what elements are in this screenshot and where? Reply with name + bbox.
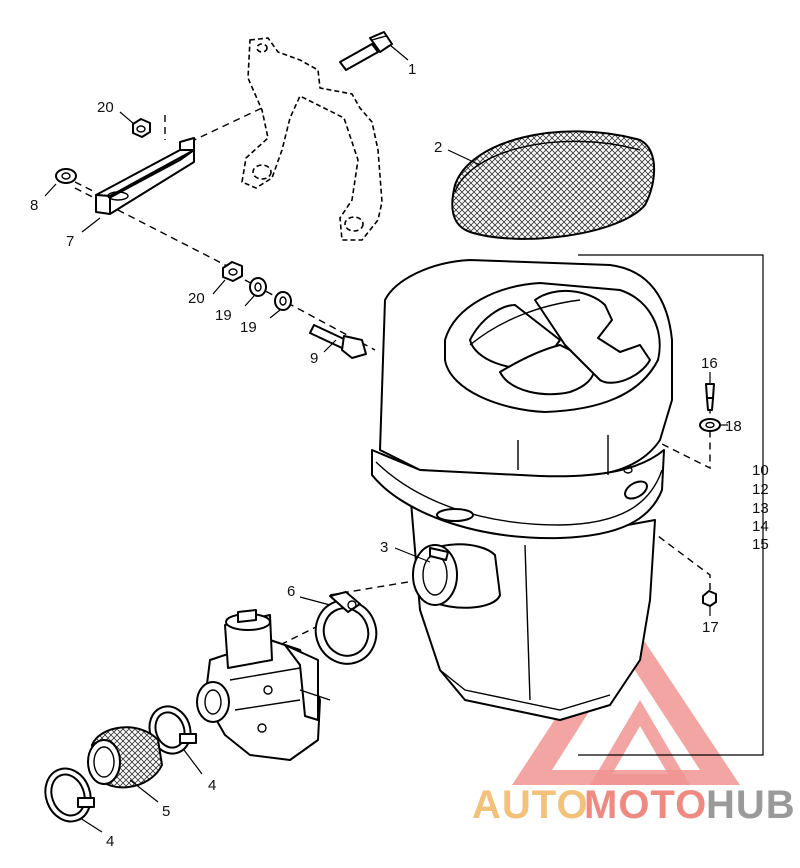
- washer-19b-part: [274, 291, 292, 311]
- callout-4-right: 4: [208, 777, 216, 794]
- callout-20-mid: 20: [188, 290, 205, 307]
- callout-16: 16: [701, 355, 718, 372]
- group-bracket-10-15: [578, 254, 764, 756]
- watermark-logo: [512, 612, 740, 785]
- nut-17-part: [702, 590, 717, 607]
- intake-rubber-5-part: [87, 726, 164, 789]
- callout-19-left: 19: [215, 307, 232, 324]
- outlet-spigot-3-part: [412, 543, 501, 609]
- callout-1: 1: [408, 61, 416, 78]
- frame-bracket-outline: [241, 37, 383, 241]
- clamp-6-part: [314, 591, 378, 665]
- screw-16-part: [705, 383, 715, 411]
- callout-2: 2: [434, 139, 442, 156]
- callout-19-right: 19: [240, 319, 257, 336]
- watermark-hub: HUB: [706, 783, 796, 827]
- nut-20-top-part: [132, 118, 151, 138]
- callout-3: 3: [380, 539, 388, 556]
- clamp-4-left-part: [44, 767, 95, 823]
- washer-19a-part: [249, 277, 267, 297]
- washer-18-part: [699, 418, 721, 432]
- callout-6: 6: [287, 583, 295, 600]
- callout-labels: 1 2 3 4 4 5 6 7 8 9 10 12 13 14 15 16 17…: [30, 61, 769, 850]
- callout-17: 17: [702, 619, 719, 636]
- callout-13: 13: [752, 500, 769, 517]
- carburetor-part: [196, 609, 331, 761]
- callout-9: 9: [310, 350, 318, 367]
- callout-14: 14: [752, 518, 769, 535]
- callout-8: 8: [30, 197, 38, 214]
- airbox-housing-part: [371, 259, 673, 721]
- callout-4-left: 4: [106, 833, 114, 850]
- clamp-4-right-part: [148, 705, 197, 755]
- watermark-auto: AUTO: [472, 783, 589, 827]
- callout-5: 5: [162, 803, 170, 820]
- watermark-moto: MOTO: [584, 783, 707, 827]
- callout-10: 10: [752, 462, 769, 479]
- bolt-9-part: [309, 324, 367, 359]
- watermark-text: AUTO MOTO HUB: [472, 783, 796, 827]
- washer-8-part: [55, 168, 77, 184]
- callout-7: 7: [66, 233, 74, 250]
- bracket-plate-7-part: [95, 137, 195, 215]
- leader-lines: [44, 44, 728, 833]
- callout-18: 18: [725, 418, 742, 435]
- air-filter-element-2-part: [451, 130, 656, 240]
- callout-15: 15: [752, 536, 769, 553]
- callout-12: 12: [752, 481, 769, 498]
- callout-20-top: 20: [97, 99, 114, 116]
- bolt-1-part: [339, 31, 393, 71]
- nut-20-mid-part: [222, 261, 243, 282]
